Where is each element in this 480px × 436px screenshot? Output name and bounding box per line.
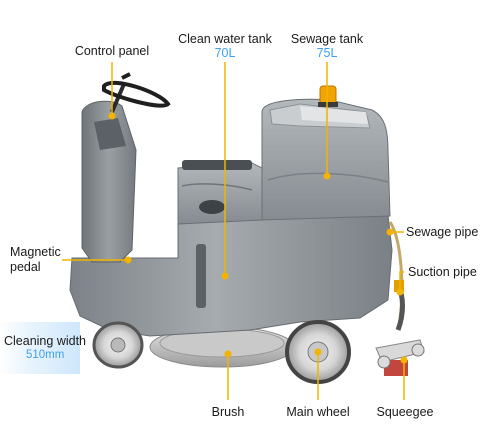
beacon-light: [319, 85, 337, 105]
sewage-tank: [261, 98, 391, 221]
leader-dots: [108, 112, 408, 364]
clean-water-tank: [177, 161, 263, 225]
value-sewage-capacity: 75L: [316, 46, 338, 60]
label-squeegee: Squeegee: [376, 405, 434, 419]
label-suction-pipe: Suction pipe: [408, 265, 477, 279]
cleaning-width-band: [0, 322, 80, 374]
label-brush: Brush: [211, 405, 245, 419]
label-main-wheel: Main wheel: [286, 405, 350, 419]
label-magnetic-pedal: Magnetic pedal: [10, 245, 61, 274]
leader-lines: [62, 62, 405, 400]
label-sewage-tank: Sewage tank: [290, 32, 364, 46]
drain-handle: [196, 244, 206, 308]
label-cleaning-width: Cleaning width: [4, 334, 86, 348]
label-control-panel: Control panel: [74, 44, 150, 58]
label-clean-water-tank: Clean water tank: [178, 32, 272, 46]
leader-suction-pipe: [399, 271, 404, 292]
steering-wheel: [102, 80, 171, 108]
value-clean-water-capacity: 70L: [214, 46, 236, 60]
label-sewage-pipe: Sewage pipe: [406, 225, 479, 239]
value-cleaning-width: 510mm: [26, 349, 65, 361]
